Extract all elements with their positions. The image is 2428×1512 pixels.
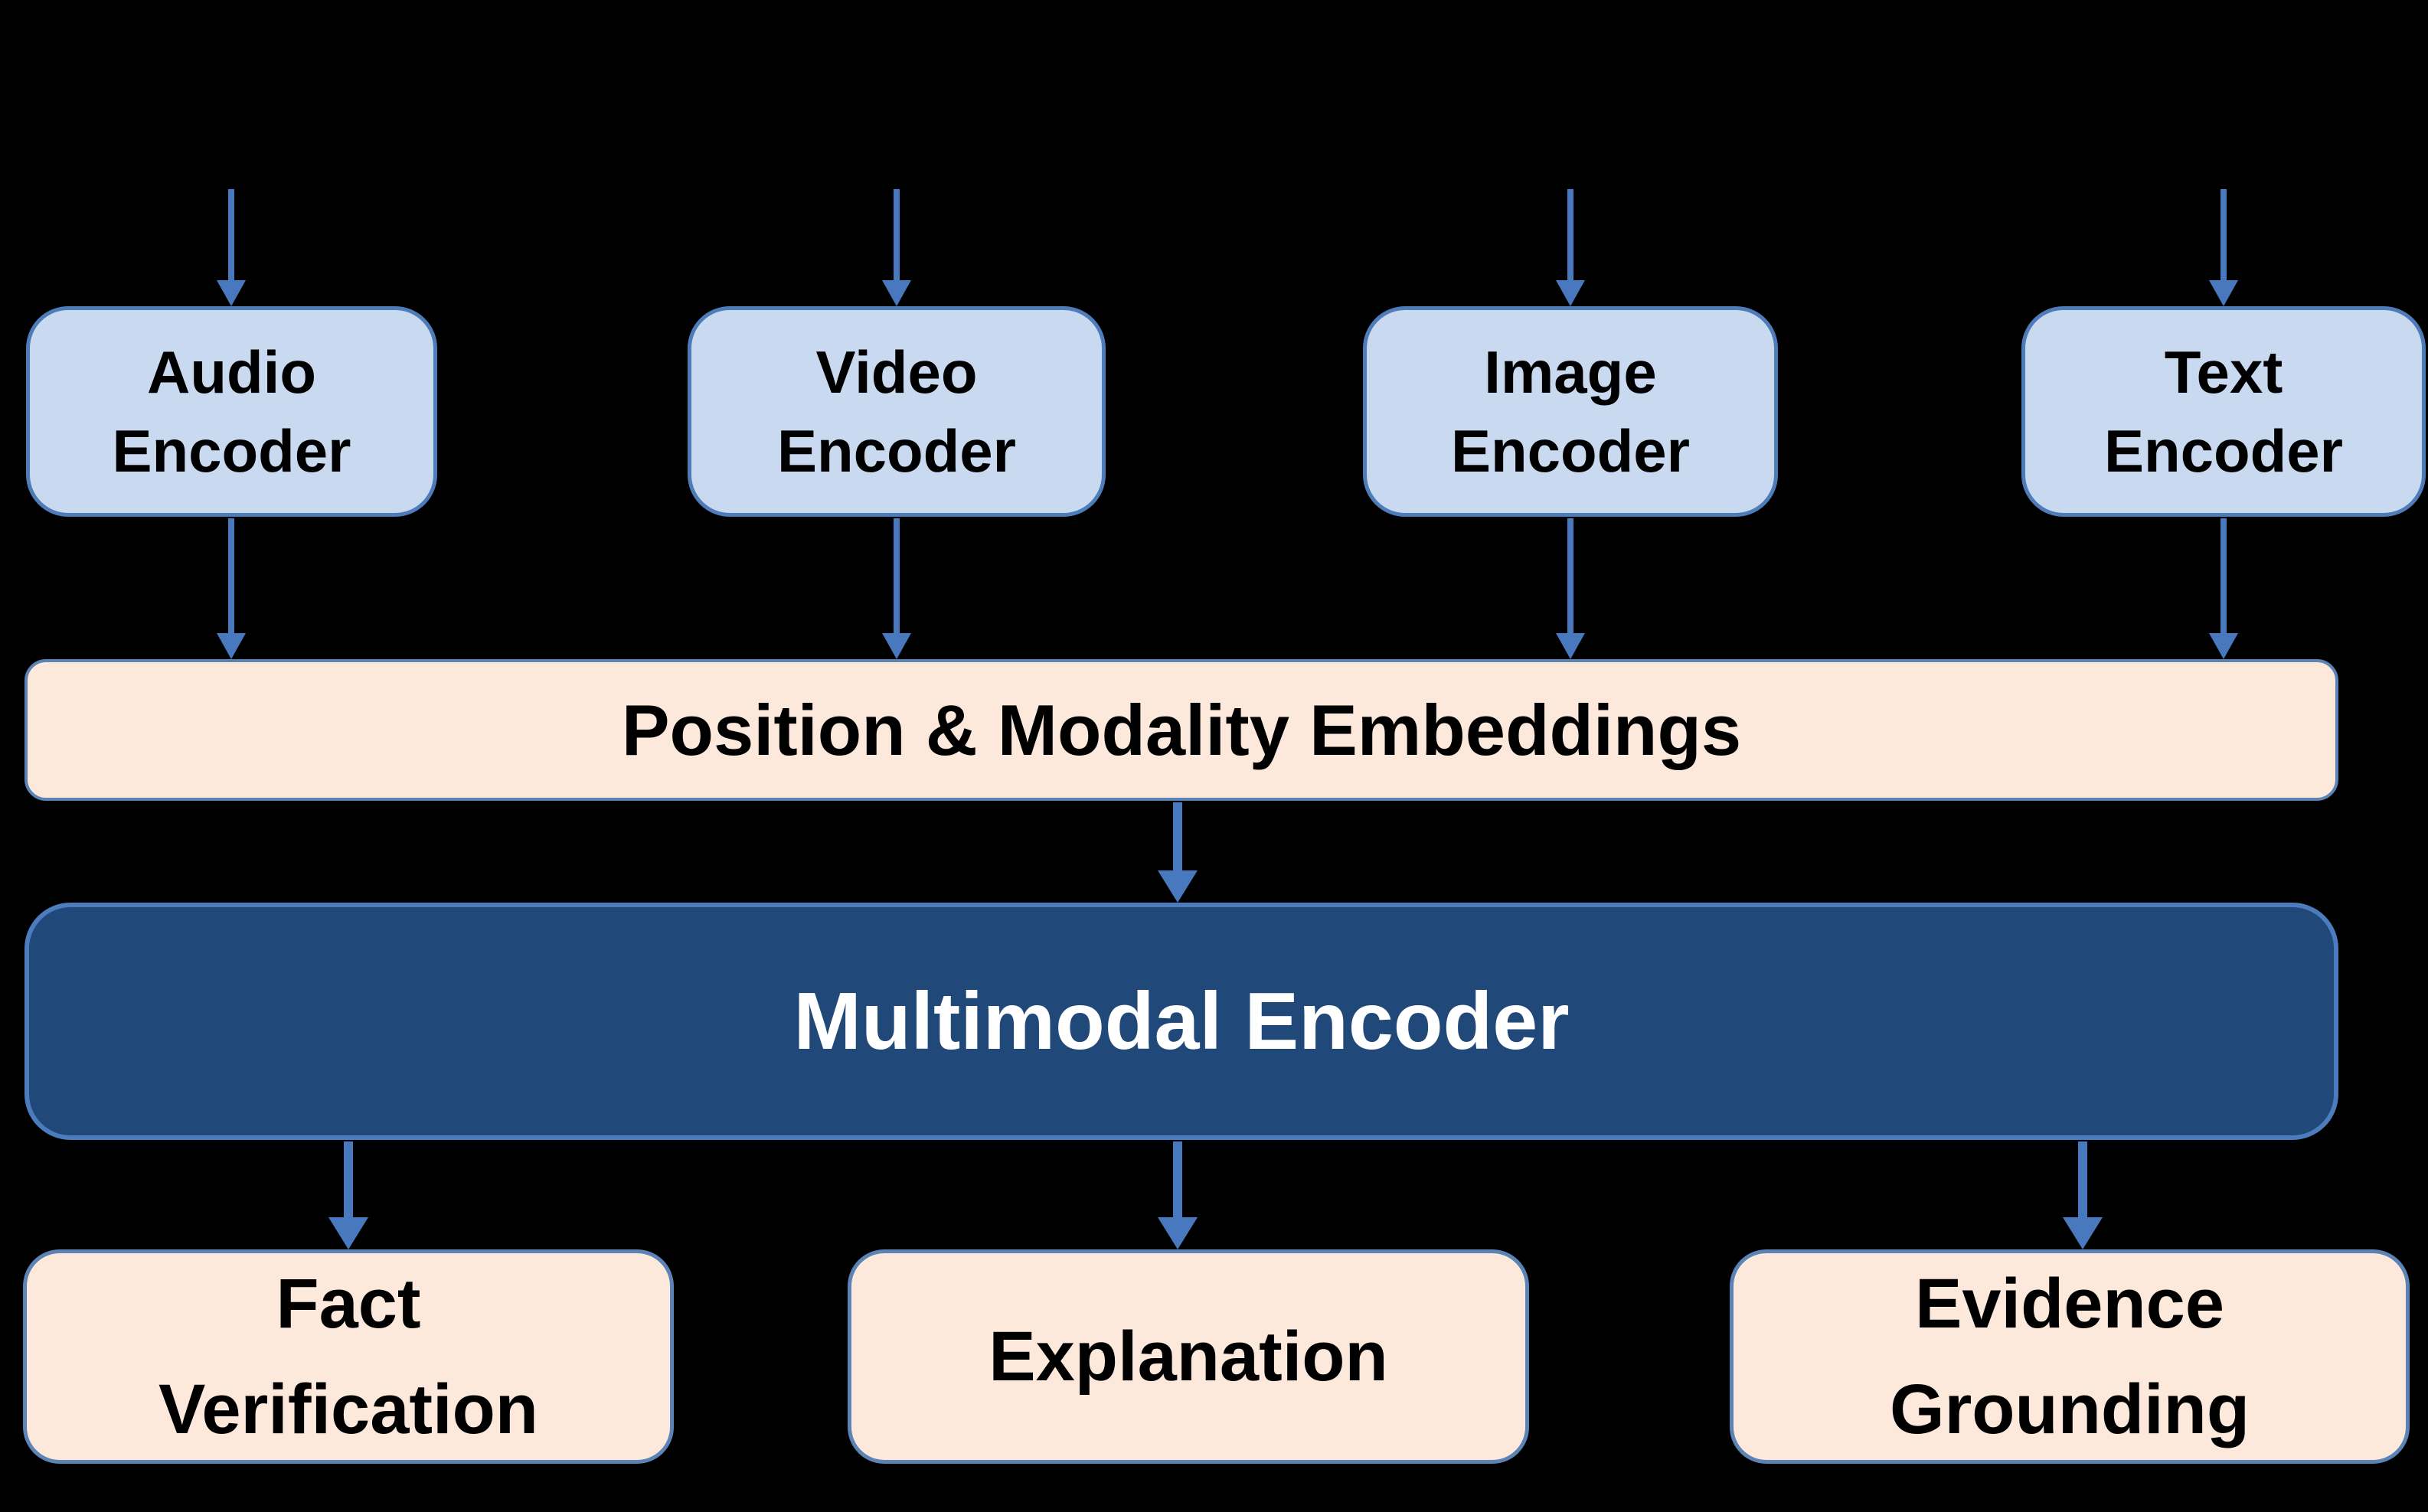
audio-input-arrow <box>208 189 254 306</box>
text-input-arrow <box>2201 189 2247 306</box>
image-encoder-label-line2: Encoder <box>1450 416 1691 485</box>
embeddings-to-multimodal-arrow <box>1155 802 1201 903</box>
explanation-box: Explanation <box>848 1249 1529 1464</box>
arrow-head <box>1556 633 1585 659</box>
arrow-stem <box>1173 802 1182 870</box>
arrow-head <box>1556 280 1585 306</box>
multimodal-to-evidence-grounding-arrow <box>2060 1141 2106 1249</box>
fact-verification-label-line2: Verification <box>158 1370 538 1448</box>
arrow-stem <box>228 518 234 633</box>
explanation-label-line1: Explanation <box>989 1318 1388 1396</box>
arrow-stem <box>1567 189 1573 280</box>
image-encoder-box: Image Encoder <box>1363 306 1778 517</box>
arrow-stem <box>344 1141 353 1217</box>
arrow-head <box>328 1217 368 1249</box>
evidence-grounding-box: Evidence Grounding <box>1730 1249 2410 1464</box>
arrow-head <box>217 633 246 659</box>
multimodal-encoder-bar: Multimodal Encoder <box>25 903 2338 1140</box>
multimodal-to-explanation-arrow <box>1155 1141 1201 1249</box>
text-encoder-label-line1: Text <box>2164 338 2283 406</box>
embeddings-bar-label: Position & Modality Embeddings <box>621 689 1742 770</box>
fact-verification-label-line1: Fact <box>276 1265 421 1343</box>
video-encoder-box: Video Encoder <box>688 306 1106 517</box>
image-encoder-label-line1: Image <box>1484 338 1657 406</box>
arrow-stem <box>2220 189 2227 280</box>
arrow-head <box>2209 280 2238 306</box>
arrow-head <box>1158 1217 1198 1249</box>
video-encoder-label-line1: Video <box>815 338 978 406</box>
arrow-head <box>882 633 911 659</box>
evidence-grounding-label-line2: Grounding <box>1889 1370 2250 1448</box>
evidence-grounding-label-line1: Evidence <box>1915 1265 2224 1343</box>
image-to-embeddings-arrow <box>1547 518 1593 659</box>
arrow-head <box>1158 870 1198 903</box>
arrow-stem <box>2078 1141 2087 1217</box>
arrow-stem <box>2220 518 2227 633</box>
arrow-head <box>217 280 246 306</box>
text-encoder-box: Text Encoder <box>2021 306 2426 517</box>
video-input-arrow <box>874 189 920 306</box>
video-to-embeddings-arrow <box>874 518 920 659</box>
arrow-stem <box>1567 518 1573 633</box>
multimodal-encoder-label: Multimodal Encoder <box>793 975 1570 1066</box>
arrow-head <box>2209 633 2238 659</box>
arrow-head <box>2063 1217 2103 1249</box>
multimodal-to-fact-verification-arrow <box>325 1141 371 1249</box>
arrow-stem <box>894 518 900 633</box>
audio-encoder-label-line1: Audio <box>147 338 316 406</box>
arrow-head <box>882 280 911 306</box>
audio-encoder-box: Audio Encoder <box>26 306 437 517</box>
fact-verification-box: Fact Verification <box>23 1249 674 1464</box>
image-input-arrow <box>1547 189 1593 306</box>
audio-encoder-label-line2: Encoder <box>112 416 351 485</box>
audio-to-embeddings-arrow <box>208 518 254 659</box>
position-modality-embeddings-bar: Position & Modality Embeddings <box>25 659 2338 801</box>
arrow-stem <box>228 189 234 280</box>
arrow-stem <box>1173 1141 1182 1217</box>
text-to-embeddings-arrow <box>2201 518 2247 659</box>
arrow-stem <box>894 189 900 280</box>
text-encoder-label-line2: Encoder <box>2103 416 2344 485</box>
video-encoder-label-line2: Encoder <box>776 416 1017 485</box>
